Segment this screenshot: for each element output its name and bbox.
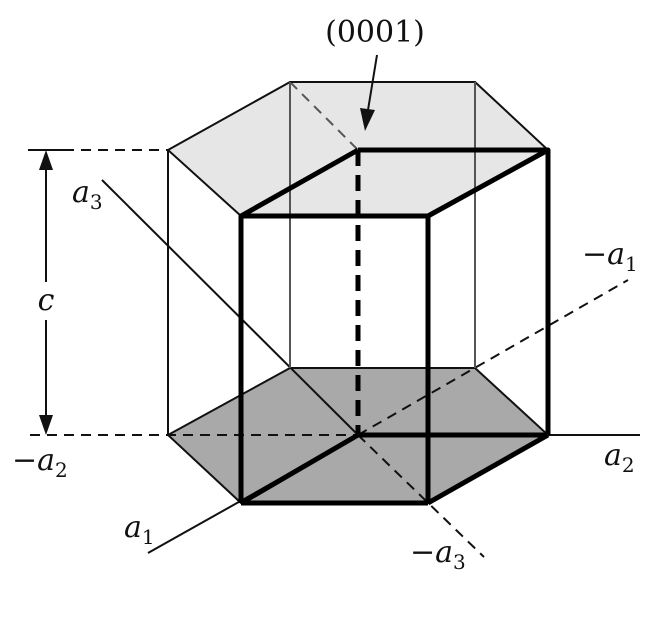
- c-label-background: [34, 282, 58, 320]
- c-label: c: [38, 283, 55, 318]
- axis-label-a2: a2: [604, 438, 635, 477]
- axis-a3-line: [101, 179, 485, 558]
- axis-label-neg-a1: −a1: [582, 237, 638, 276]
- axis-label-a3: a3: [72, 175, 103, 214]
- axis-label-a1: a1: [124, 510, 155, 549]
- axis-label-neg-a3: −a3: [410, 535, 466, 574]
- plane-label: (0001): [325, 15, 425, 50]
- unit-cell: [238, 147, 551, 506]
- axis-label-neg-a2: −a2: [12, 443, 68, 482]
- plane-pointer-arrow: [360, 54, 378, 131]
